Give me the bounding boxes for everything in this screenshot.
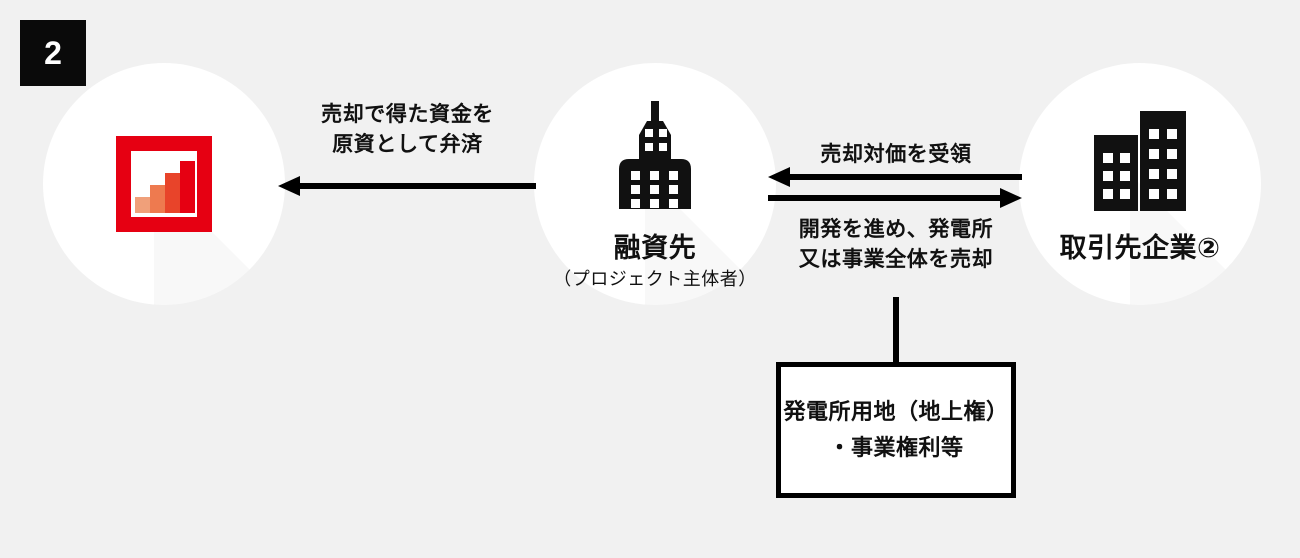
node-label-sub: （プロジェクト主体者） (553, 268, 757, 289)
connector-line-to-outcome-box (893, 297, 899, 365)
outcome-box-line-1: 発電所用地（地上権） (783, 399, 1009, 425)
flow-label-receive-consideration: 売却対価を受領 (820, 143, 972, 166)
arrow-repayment-left (278, 174, 536, 198)
node-partner-company: 取引先企業② (1019, 63, 1261, 305)
flow-label-repayment: 売却で得た資金を 原資として弁済 (321, 103, 494, 156)
node-project-company-caption: 融資先 （プロジェクト主体者） (494, 233, 816, 290)
flow-label-develop-and-sell: 開発を進め、発電所 又は事業全体を売却 (798, 218, 994, 271)
arrow-receive-consideration-left (768, 165, 1022, 189)
two-buildings-icon (1019, 111, 1261, 221)
arrow-develop-and-sell-right (768, 186, 1022, 210)
outcome-box-line-2: ・事業権利等 (828, 435, 964, 460)
node-label-main: 融資先 (613, 233, 697, 263)
node-partner-company-caption: 取引先企業② (979, 233, 1300, 265)
step-number-badge: 2 (20, 20, 86, 86)
node-project-company: 融資先 （プロジェクト主体者） (534, 63, 776, 305)
node-label-main: 取引先企業② (1059, 233, 1221, 263)
node-borrower-asset (43, 63, 285, 305)
office-tower-icon (534, 101, 776, 211)
outcome-box-asset-rights: 発電所用地（地上権） ・事業権利等 (776, 362, 1016, 498)
bar-chart-icon (43, 136, 285, 246)
